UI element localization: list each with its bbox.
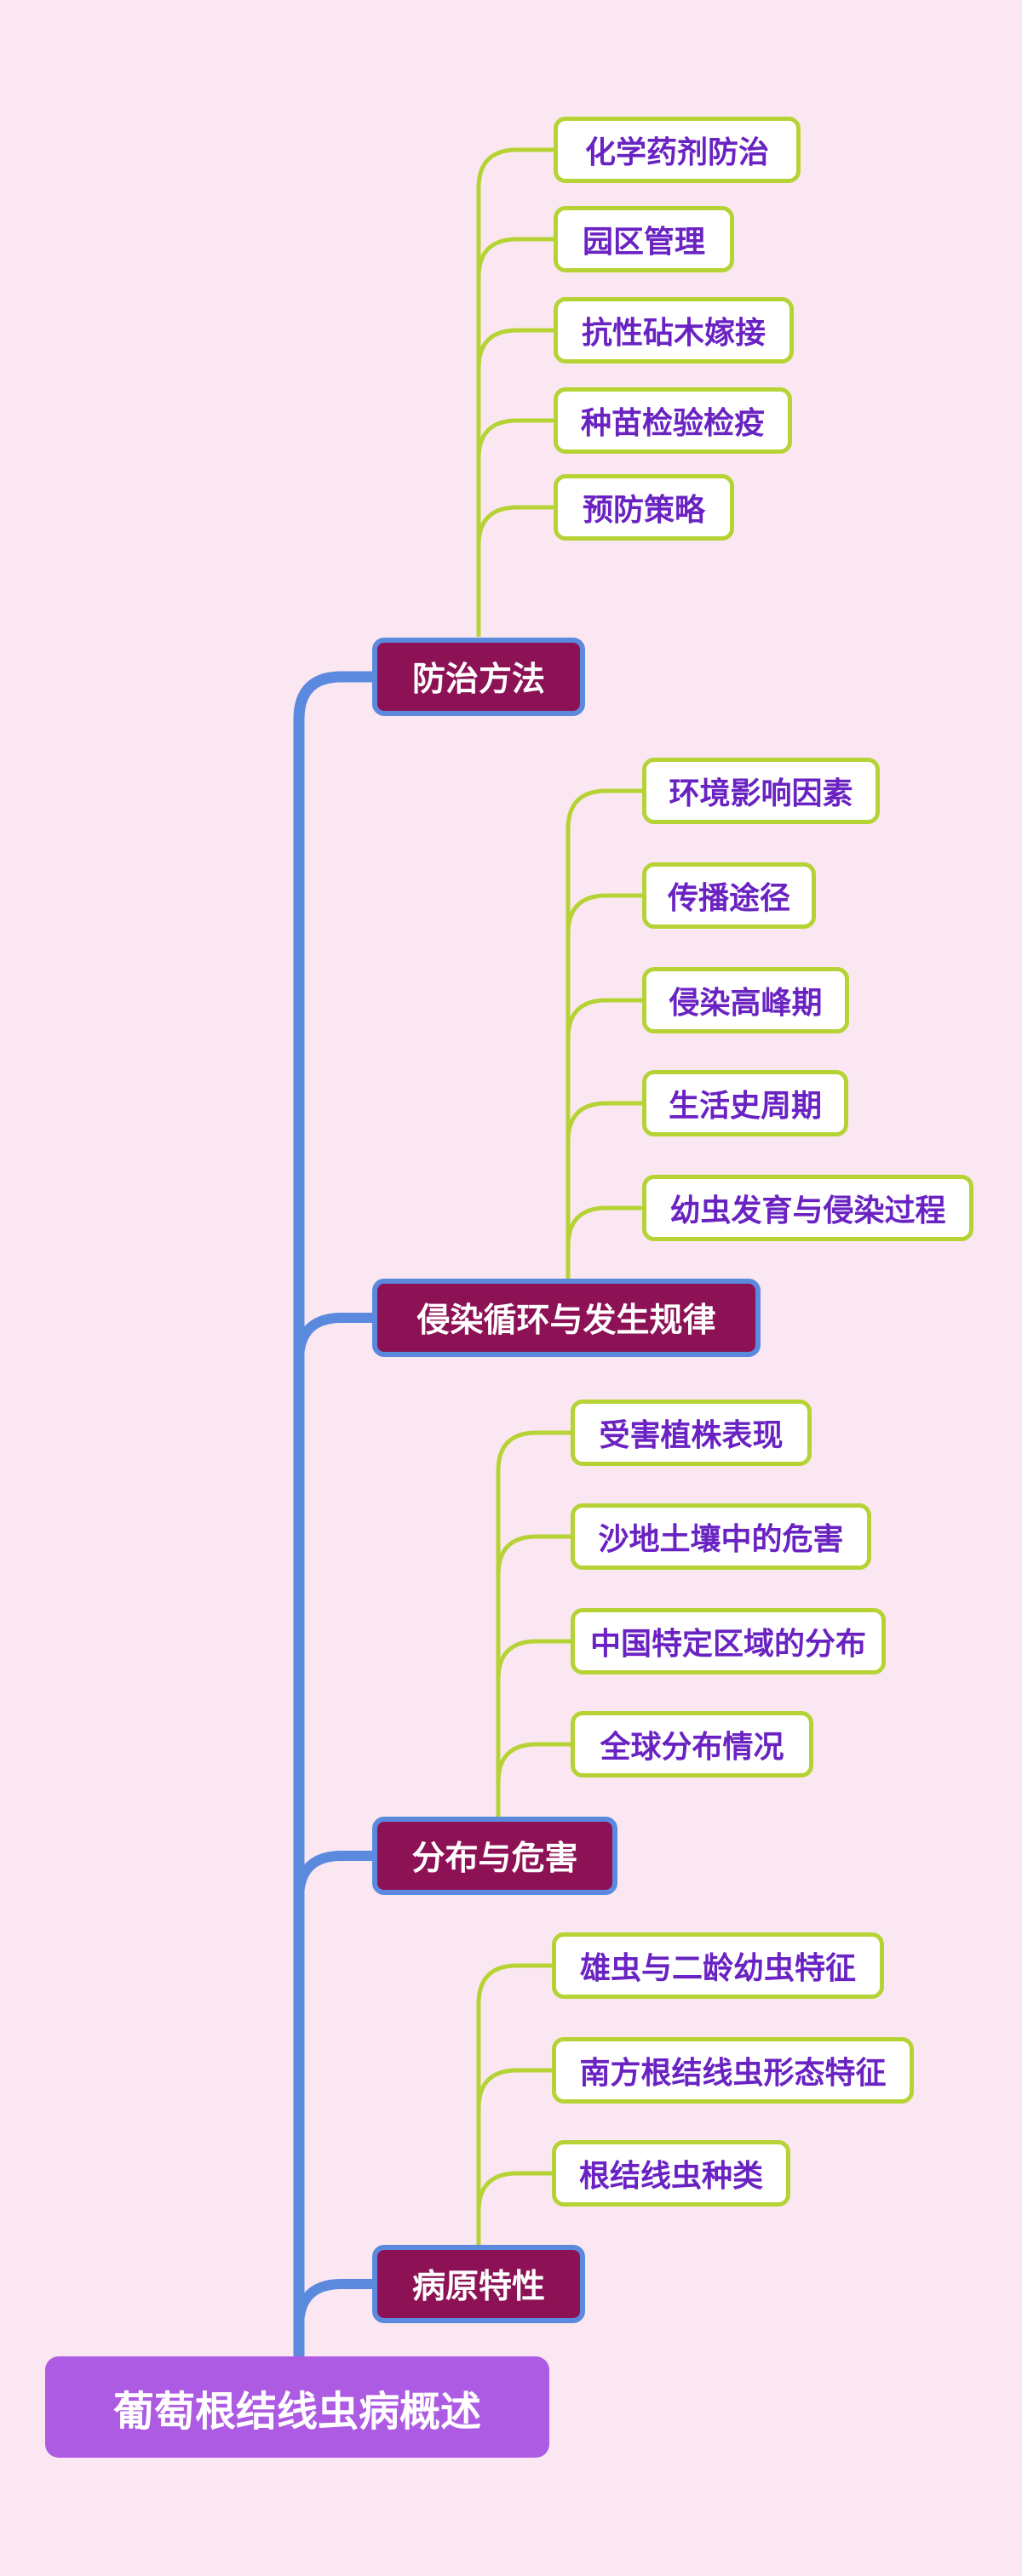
stem-infection-cycle	[566, 788, 642, 1279]
branch-pathogen-characteristics[interactable]: 病原特性	[372, 2245, 585, 2323]
leaf-orchard-management[interactable]: 园区管理	[554, 206, 734, 272]
leaf-male-and-j2-larva-traits[interactable]: 雄虫与二龄幼虫特征	[552, 1932, 884, 1999]
leaf-seedling-inspection-quarantine[interactable]: 种苗检验检疫	[554, 387, 792, 454]
branch-connector-infection-cycle	[294, 1313, 372, 1361]
branch-infection-cycle-occurrence[interactable]: 侵染循环与发生规律	[372, 1279, 761, 1357]
root-node-grape-root-knot-nematode-overview[interactable]: 葡萄根结线虫病概述	[45, 2356, 549, 2458]
leaf-resistant-rootstock-grafting[interactable]: 抗性砧木嫁接	[554, 297, 794, 364]
leaf-southern-root-knot-nematode-morphology[interactable]: 南方根结线虫形态特征	[552, 2037, 914, 2104]
leaf-life-cycle[interactable]: 生活史周期	[642, 1070, 848, 1136]
branch-distribution-and-harm[interactable]: 分布与危害	[372, 1817, 617, 1895]
leaf-root-knot-nematode-species[interactable]: 根结线虫种类	[552, 2140, 790, 2207]
branch-connector-pathogen-traits	[294, 2279, 375, 2327]
stem-control-methods	[476, 147, 554, 637]
stem-distribution-harm	[496, 1430, 571, 1817]
leaf-prevention-strategy[interactable]: 预防策略	[554, 474, 734, 541]
leaf-damaged-plant-symptoms[interactable]: 受害植株表现	[571, 1400, 812, 1466]
leaf-china-regional-distribution[interactable]: 中国特定区域的分布	[571, 1608, 886, 1674]
trunk-line	[293, 671, 372, 2356]
stem-pathogen-traits	[476, 1963, 552, 2245]
leaf-environmental-factors[interactable]: 环境影响因素	[642, 758, 880, 824]
branch-connector-distribution-harm	[294, 1851, 372, 1899]
leaf-larval-development-infection[interactable]: 幼虫发育与侵染过程	[642, 1175, 973, 1241]
leaf-chemical-pesticide-control[interactable]: 化学药剂防治	[554, 117, 801, 183]
leaf-global-distribution[interactable]: 全球分布情况	[571, 1711, 813, 1777]
leaf-infection-peak-period[interactable]: 侵染高峰期	[642, 967, 849, 1033]
leaf-transmission-routes[interactable]: 传播途径	[642, 862, 816, 929]
leaf-sandy-soil-harm[interactable]: 沙地土壤中的危害	[571, 1503, 871, 1570]
branch-control-methods[interactable]: 防治方法	[372, 638, 585, 716]
